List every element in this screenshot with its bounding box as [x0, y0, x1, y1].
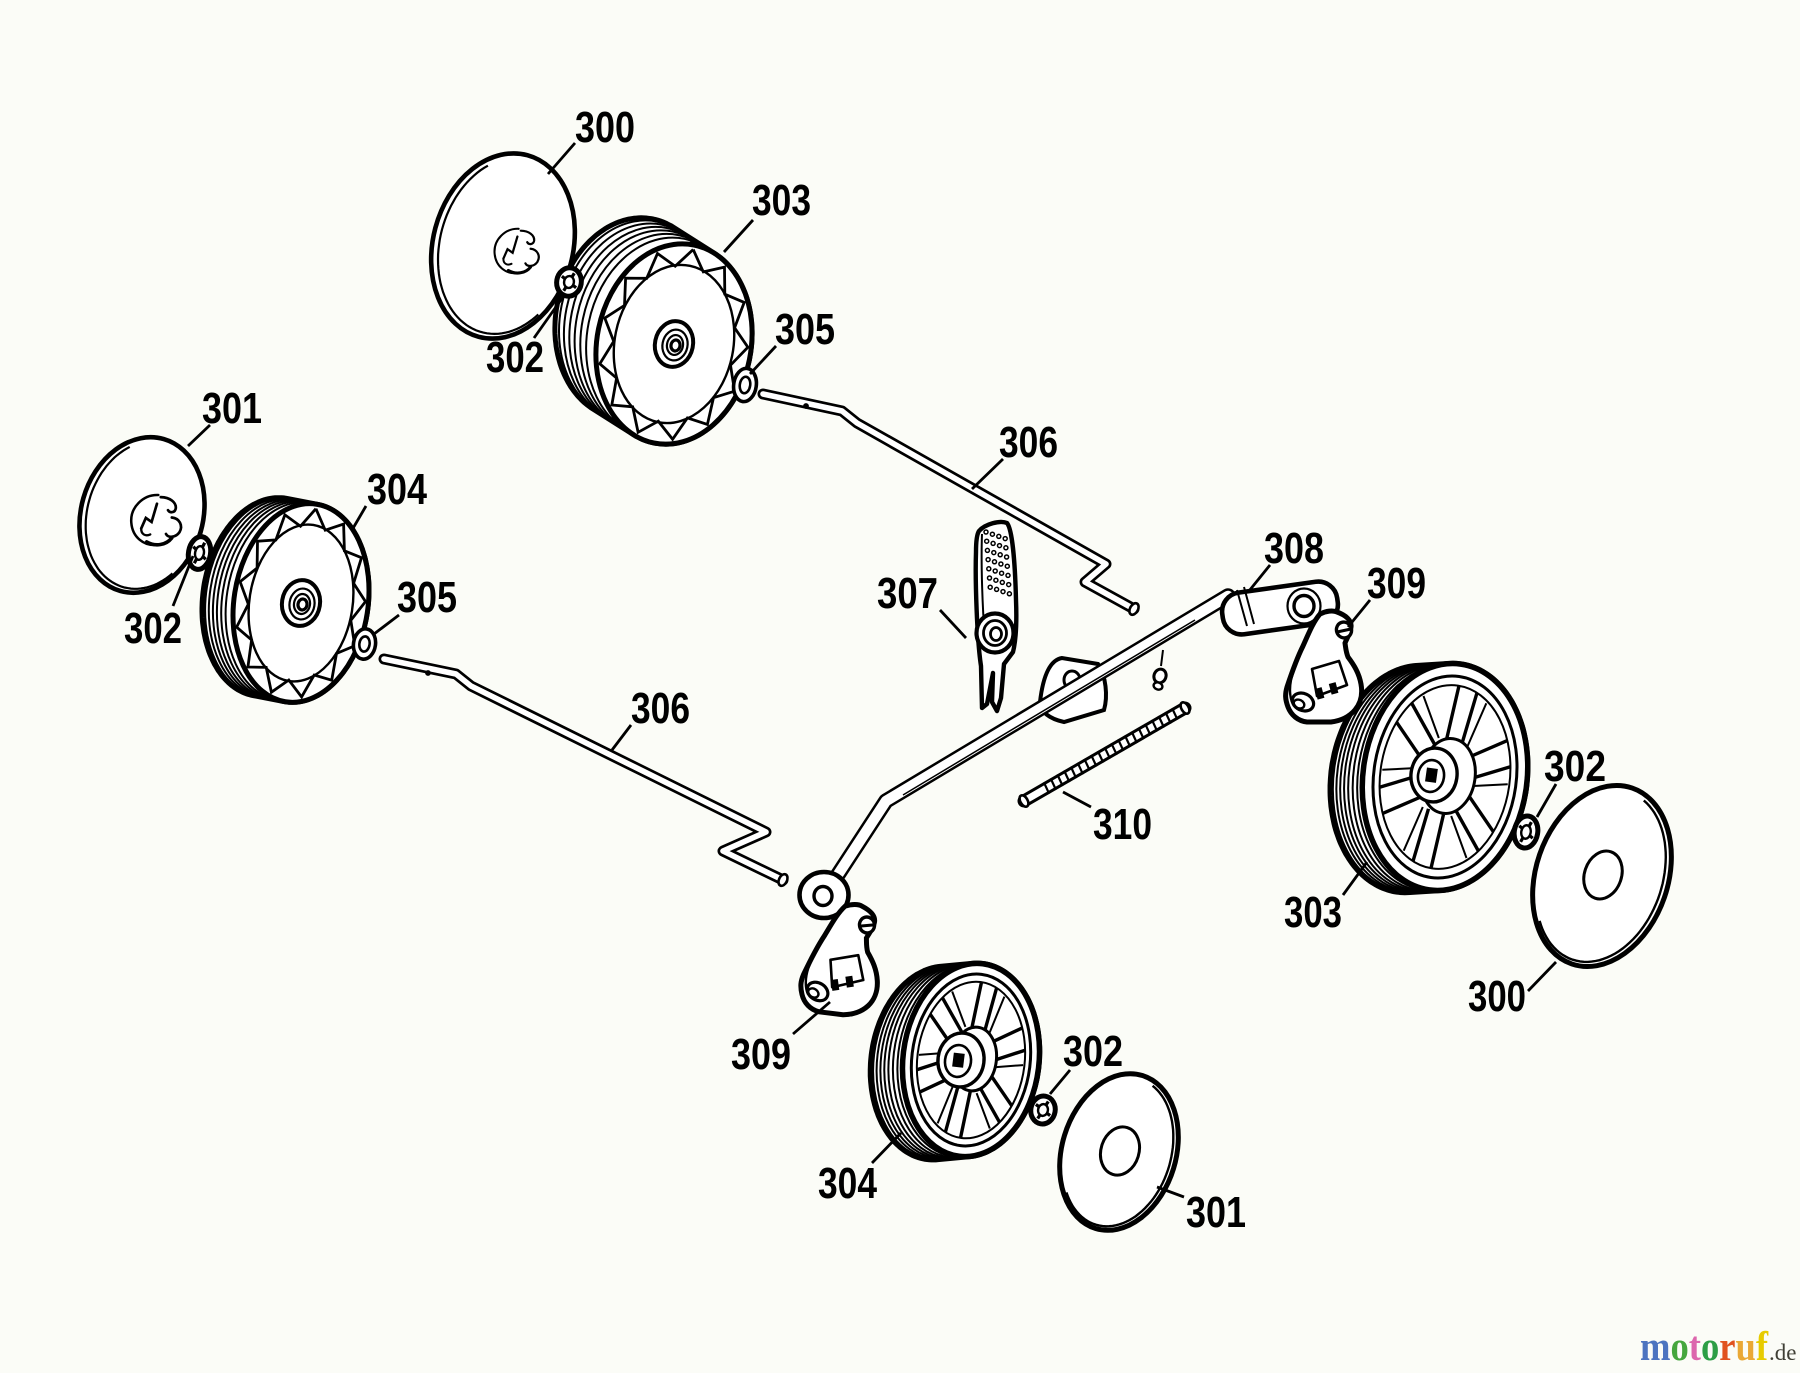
svg-text:motoruf: motoruf	[1640, 1323, 1769, 1369]
svg-text:303: 303	[752, 176, 811, 225]
svg-text:302: 302	[124, 604, 182, 653]
svg-text:306: 306	[999, 418, 1058, 467]
svg-text:309: 309	[1367, 559, 1426, 608]
svg-text:301: 301	[202, 384, 262, 433]
svg-text:310: 310	[1093, 800, 1152, 849]
svg-text:309: 309	[731, 1030, 791, 1079]
svg-text:302: 302	[1063, 1027, 1123, 1076]
svg-text:300: 300	[1468, 972, 1526, 1021]
svg-text:.de: .de	[1769, 1340, 1796, 1365]
svg-text:302: 302	[486, 333, 544, 382]
svg-text:307: 307	[877, 569, 938, 618]
svg-text:304: 304	[818, 1159, 877, 1208]
svg-text:305: 305	[775, 305, 835, 354]
svg-text:308: 308	[1264, 524, 1324, 573]
svg-text:304: 304	[367, 465, 427, 514]
svg-text:305: 305	[397, 573, 457, 622]
svg-text:306: 306	[631, 684, 690, 733]
svg-text:302: 302	[1544, 742, 1606, 791]
svg-text:303: 303	[1284, 888, 1342, 937]
svg-text:300: 300	[575, 103, 635, 152]
svg-text:301: 301	[1186, 1188, 1246, 1237]
